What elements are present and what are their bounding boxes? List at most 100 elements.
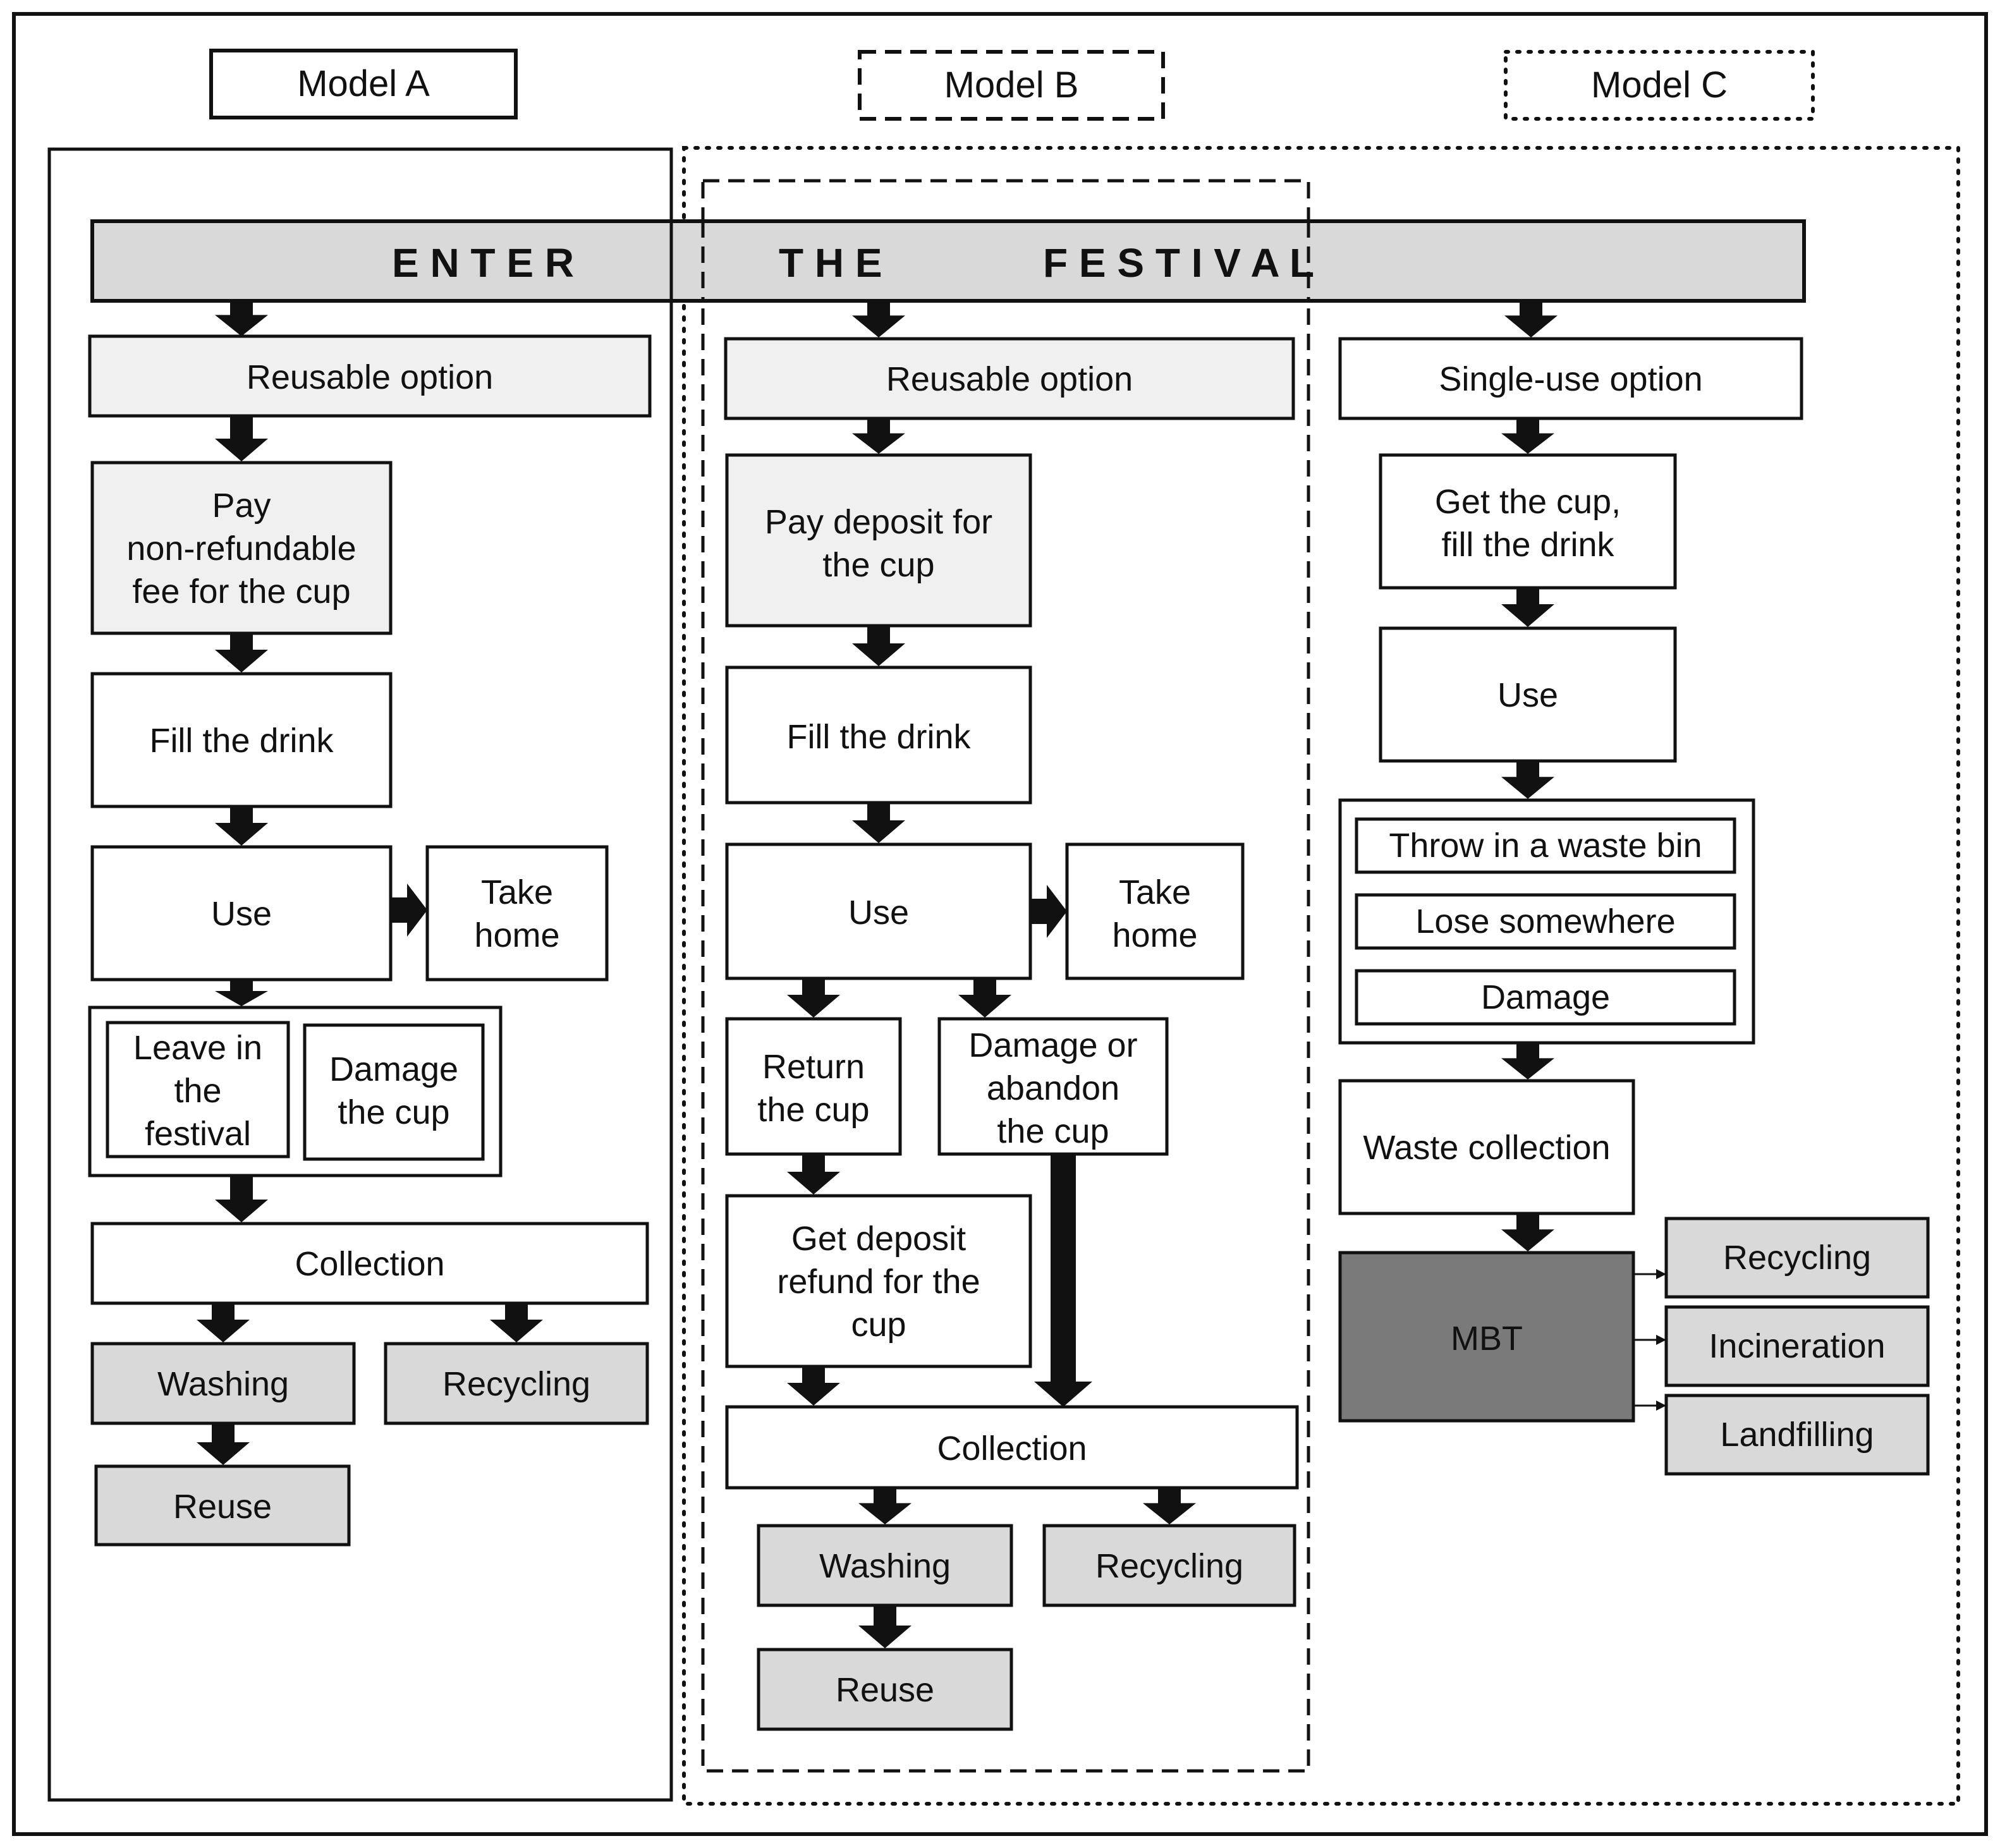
b-collection: Collection <box>937 1430 1087 1468</box>
c-damage: Damage <box>1481 978 1610 1016</box>
a-recycling-box <box>384 1342 649 1425</box>
model-c-label: Model C <box>1591 64 1728 106</box>
c-get-cup-line1: Get the cup, <box>1435 483 1621 521</box>
arrow-b-washing-to-reuse <box>858 1607 912 1648</box>
b-pay-line2: the cup <box>822 546 934 584</box>
model-b-region <box>701 179 1310 1773</box>
mbt-to-incineration-head <box>1656 1335 1666 1345</box>
enter-festival-banner: E N T E R T H E F E S T I V A L <box>90 219 1806 303</box>
b-use-box <box>725 842 1032 980</box>
b-washing-box <box>757 1524 1013 1607</box>
a-washing-box <box>90 1342 356 1425</box>
b-return-line1: Return <box>762 1048 865 1086</box>
model-a-flow: Reusable option Pay non-refundable fee f… <box>88 334 652 1547</box>
c-get-cup-line2: fill the drink <box>1441 526 1614 564</box>
c-single-use-box <box>1338 337 1803 420</box>
banner-word-the: T H E <box>779 240 882 286</box>
a-damage-line2: the cup <box>338 1093 449 1131</box>
a-take-home-line1: Take <box>481 873 553 911</box>
a-pay-line3: fee for the cup <box>132 573 350 611</box>
a-damage-box <box>303 1023 485 1161</box>
c-waste-collection-box <box>1338 1079 1635 1215</box>
model-a-header: Model A <box>209 49 518 119</box>
arrow-b-collection-to-recycling <box>1143 1489 1196 1524</box>
b-fill-drink-box <box>725 666 1032 805</box>
a-reusable-option-box <box>88 334 652 418</box>
b-take-home-line1: Take <box>1119 873 1191 911</box>
c-use-box <box>1379 626 1677 763</box>
b-refund-box <box>725 1194 1032 1368</box>
arrow-a-collection-to-washing <box>197 1304 250 1342</box>
b-reusable-option-box <box>724 337 1295 420</box>
arrow-a-loss-to-collection <box>215 1177 268 1222</box>
b-washing: Washing <box>819 1547 951 1585</box>
b-recycling-box <box>1042 1524 1296 1607</box>
b-damage-line2: abandon <box>987 1069 1119 1107</box>
c-mbt-box <box>1338 1251 1635 1423</box>
arrow-a-washing-to-reuse <box>197 1425 250 1465</box>
b-take-home-box <box>1065 842 1245 980</box>
c-single-use-option: Single-use option <box>1439 360 1702 398</box>
model-b-label: Model B <box>944 64 1079 106</box>
arrow-c-disposal-to-waste <box>1501 1044 1554 1079</box>
banner-word-enter: E N T E R <box>392 240 574 286</box>
b-damage-to-collection-shaft <box>1051 1154 1076 1382</box>
c-get-cup-box <box>1379 453 1677 590</box>
arrow-a-fill-to-use <box>215 808 268 846</box>
arrow-c-use-to-disposal <box>1501 762 1554 799</box>
b-damage-line3: the cup <box>997 1112 1109 1150</box>
b-pay-deposit-box <box>725 453 1032 628</box>
c-damage-box <box>1355 969 1736 1026</box>
arrow-c-option-to-get-cup <box>1501 420 1554 454</box>
arrow-b-pay-to-fill <box>852 627 905 666</box>
mbt-to-recycling-head <box>1656 1269 1666 1279</box>
arrow-a-banner-to-option <box>215 301 268 336</box>
c-landfilling-box <box>1664 1394 1930 1476</box>
a-leave-box <box>106 1021 290 1158</box>
a-collection-box <box>90 1222 649 1305</box>
a-washing: Washing <box>157 1365 289 1403</box>
a-collection: Collection <box>295 1245 444 1283</box>
model-c-region <box>682 146 1960 1806</box>
c-throw-box <box>1355 817 1736 874</box>
model-c-flow: Single-use option Get the cup, fill the … <box>1338 337 1930 1476</box>
a-fill-drink-box <box>90 672 393 808</box>
arrow-b-return-to-refund <box>787 1155 840 1195</box>
arrow-b-use-to-damage <box>958 980 1011 1018</box>
b-use: Use <box>848 894 909 932</box>
arrow-c-waste-to-mbt <box>1501 1215 1554 1251</box>
a-pay-line1: Pay <box>212 487 271 525</box>
model-c-header-box <box>1504 50 1815 121</box>
a-leave-line2: the <box>174 1072 221 1110</box>
c-mbt: MBT <box>1451 1320 1523 1358</box>
b-return-box <box>725 1017 902 1156</box>
arrow-a-option-to-pay <box>215 417 268 461</box>
a-take-home-box <box>425 845 609 982</box>
model-a-header-box <box>209 49 518 119</box>
a-reuse-box <box>94 1464 351 1547</box>
model-b-header-box <box>858 50 1165 121</box>
model-b-flow: Reusable option Pay deposit for the cup … <box>724 337 1299 1731</box>
arrow-c-get-cup-to-use <box>1501 589 1554 627</box>
a-leave-line1: Leave in <box>133 1029 262 1067</box>
b-pay-line1: Pay deposit for <box>765 503 992 541</box>
arrow-b-use-to-return <box>787 980 840 1018</box>
arrow-a-pay-to-fill <box>215 635 268 672</box>
banner-box <box>90 219 1806 303</box>
b-fill-drink: Fill the drink <box>786 718 971 756</box>
c-waste-collection: Waste collection <box>1363 1129 1610 1167</box>
a-use-box <box>90 845 393 982</box>
a-leave-line3: festival <box>145 1115 251 1153</box>
a-reuse: Reuse <box>173 1488 272 1526</box>
model-b-header: Model B <box>858 50 1165 121</box>
arrow-a-use-to-loss <box>215 981 268 1006</box>
a-use: Use <box>211 895 272 933</box>
c-throw: Throw in a waste bin <box>1389 827 1702 865</box>
arrow-a-use-to-take-home <box>391 884 427 937</box>
mbt-to-landfilling-head <box>1656 1401 1666 1411</box>
model-a-label: Model A <box>297 63 430 104</box>
arrow-b-collection-to-washing <box>858 1489 912 1524</box>
c-lose: Lose somewhere <box>1415 903 1675 940</box>
a-pay-line2: non-refundable <box>126 530 356 568</box>
a-reusable-option: Reusable option <box>247 358 493 396</box>
